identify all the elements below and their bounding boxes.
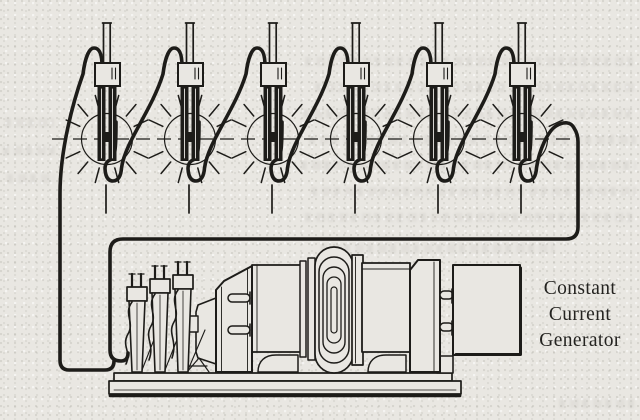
arc-lamp-2 bbox=[148, 22, 232, 214]
series-wiring bbox=[58, 46, 580, 372]
bearing-stand bbox=[186, 357, 210, 373]
brush-stand-2 bbox=[147, 264, 185, 373]
generator-base-slab bbox=[108, 380, 462, 395]
bleed-through-row bbox=[302, 213, 632, 222]
bearing-pedestal bbox=[195, 297, 217, 365]
brush-pigtail bbox=[124, 301, 133, 365]
brush-stand-1 bbox=[124, 272, 162, 373]
bleed-through-row bbox=[556, 399, 636, 408]
arc-lamp-6 bbox=[480, 22, 564, 214]
drum-left-foot bbox=[257, 354, 299, 373]
mounting-stud bbox=[439, 290, 454, 300]
bleed-through-row bbox=[308, 187, 636, 196]
mounting-stud bbox=[227, 293, 251, 303]
drum-right-foot bbox=[367, 354, 407, 373]
wire-link-lamp1-lamp2 bbox=[103, 46, 184, 183]
wire-link-lamp5-lamp6 bbox=[435, 46, 516, 183]
wire-link-lamp3-lamp4 bbox=[269, 46, 350, 183]
terminal-box bbox=[452, 264, 521, 356]
generator-label-line: Generator bbox=[539, 330, 621, 351]
rocker-brace bbox=[187, 329, 206, 371]
wire-link-lamp2-lamp3 bbox=[186, 46, 267, 183]
arc-lamp-5 bbox=[397, 22, 481, 214]
drum-flange-2 bbox=[307, 257, 316, 361]
armature-drum-right bbox=[361, 262, 411, 353]
frame-plate-left-lines bbox=[221, 268, 248, 373]
terminal-box-shadow bbox=[454, 266, 522, 356]
arc-lamp-1 bbox=[65, 22, 149, 214]
bleed-through-row bbox=[298, 161, 636, 170]
field-coil-rings bbox=[314, 246, 354, 374]
bleed-through-row bbox=[318, 244, 554, 253]
brush-stand-3 bbox=[170, 260, 206, 373]
brush-pigtail bbox=[147, 293, 156, 361]
brush-pigtail bbox=[170, 289, 179, 359]
generator bbox=[108, 246, 522, 398]
arc-lamp-3 bbox=[231, 22, 315, 214]
wire-link-lamp4-lamp5 bbox=[352, 46, 433, 183]
bleed-through-row bbox=[306, 135, 636, 144]
generator-label-line: Constant bbox=[543, 278, 617, 299]
wire-return-to-generator bbox=[108, 120, 580, 363]
mounting-stud bbox=[439, 322, 454, 332]
wire-feed-from-generator bbox=[58, 46, 116, 372]
bleed-through-row bbox=[312, 83, 634, 92]
armature-drum-left bbox=[251, 264, 303, 353]
frame-plate-right bbox=[409, 259, 441, 373]
frame-plate-left bbox=[215, 265, 253, 373]
bleed-through-row bbox=[302, 57, 634, 66]
arc-lamp-4 bbox=[314, 22, 398, 214]
mounting-stud bbox=[227, 325, 251, 335]
drum-flange-1 bbox=[299, 260, 307, 358]
generator-label: Constant Current Generator bbox=[528, 276, 632, 354]
generator-label-line: Current bbox=[548, 304, 612, 325]
bleed-through-row bbox=[4, 174, 54, 183]
bleed-through-row bbox=[0, 146, 56, 155]
generator-base-top bbox=[113, 372, 453, 382]
bleed-through-row bbox=[2, 118, 54, 127]
bleed-through-row bbox=[300, 109, 634, 118]
